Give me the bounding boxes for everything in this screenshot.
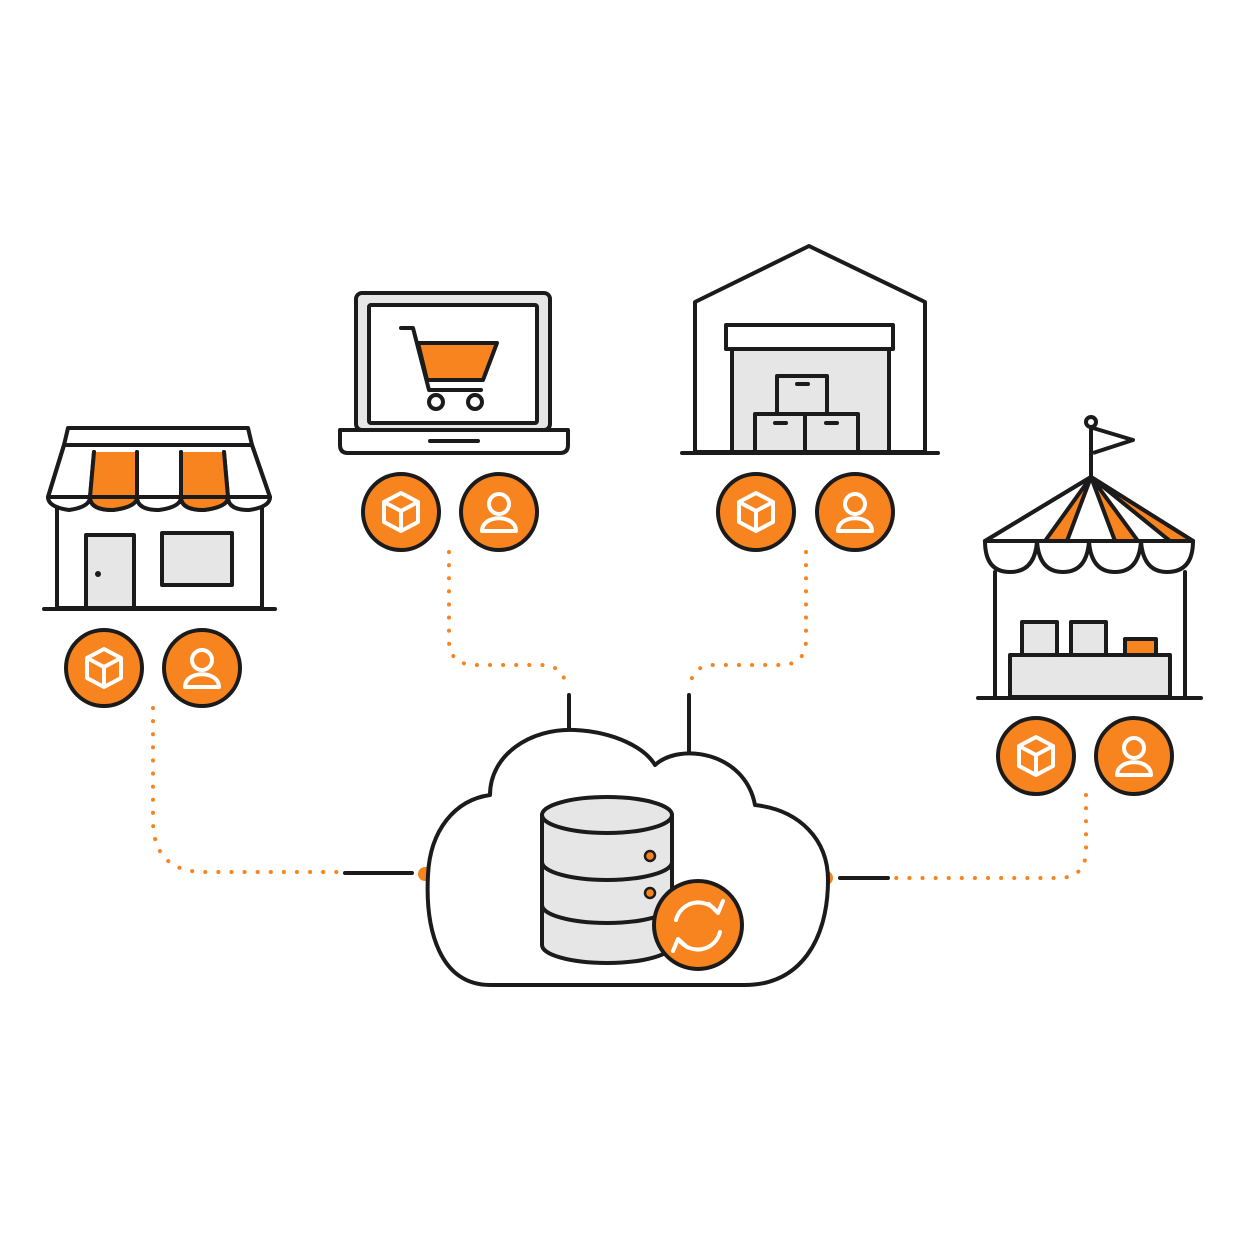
connector-market-stall (819, 793, 1088, 885)
box-icon (361, 472, 441, 552)
database-icon (540, 795, 674, 965)
online-shop-badges (361, 472, 539, 552)
cloud-database-icon (425, 727, 830, 987)
user-icon (162, 628, 242, 708)
warehouse-icon (680, 244, 940, 455)
shopping-cart-icon (399, 326, 499, 411)
user-icon (1094, 716, 1174, 796)
box-icon (64, 628, 144, 708)
warehouse-badges (716, 472, 895, 552)
storefront-icon (42, 426, 277, 611)
market-stall-icon (976, 415, 1203, 700)
sync-icon (652, 879, 744, 971)
connector-online-shop (447, 550, 571, 737)
retail-store-badges (64, 628, 242, 708)
market-stall-badges (996, 716, 1174, 796)
laptop-cart-icon (338, 291, 570, 455)
user-icon (459, 472, 539, 552)
user-icon (815, 472, 895, 552)
connector-retail-store (151, 706, 432, 881)
box-icon (716, 472, 796, 552)
box-icon (996, 716, 1076, 796)
connector-warehouse (687, 550, 808, 754)
